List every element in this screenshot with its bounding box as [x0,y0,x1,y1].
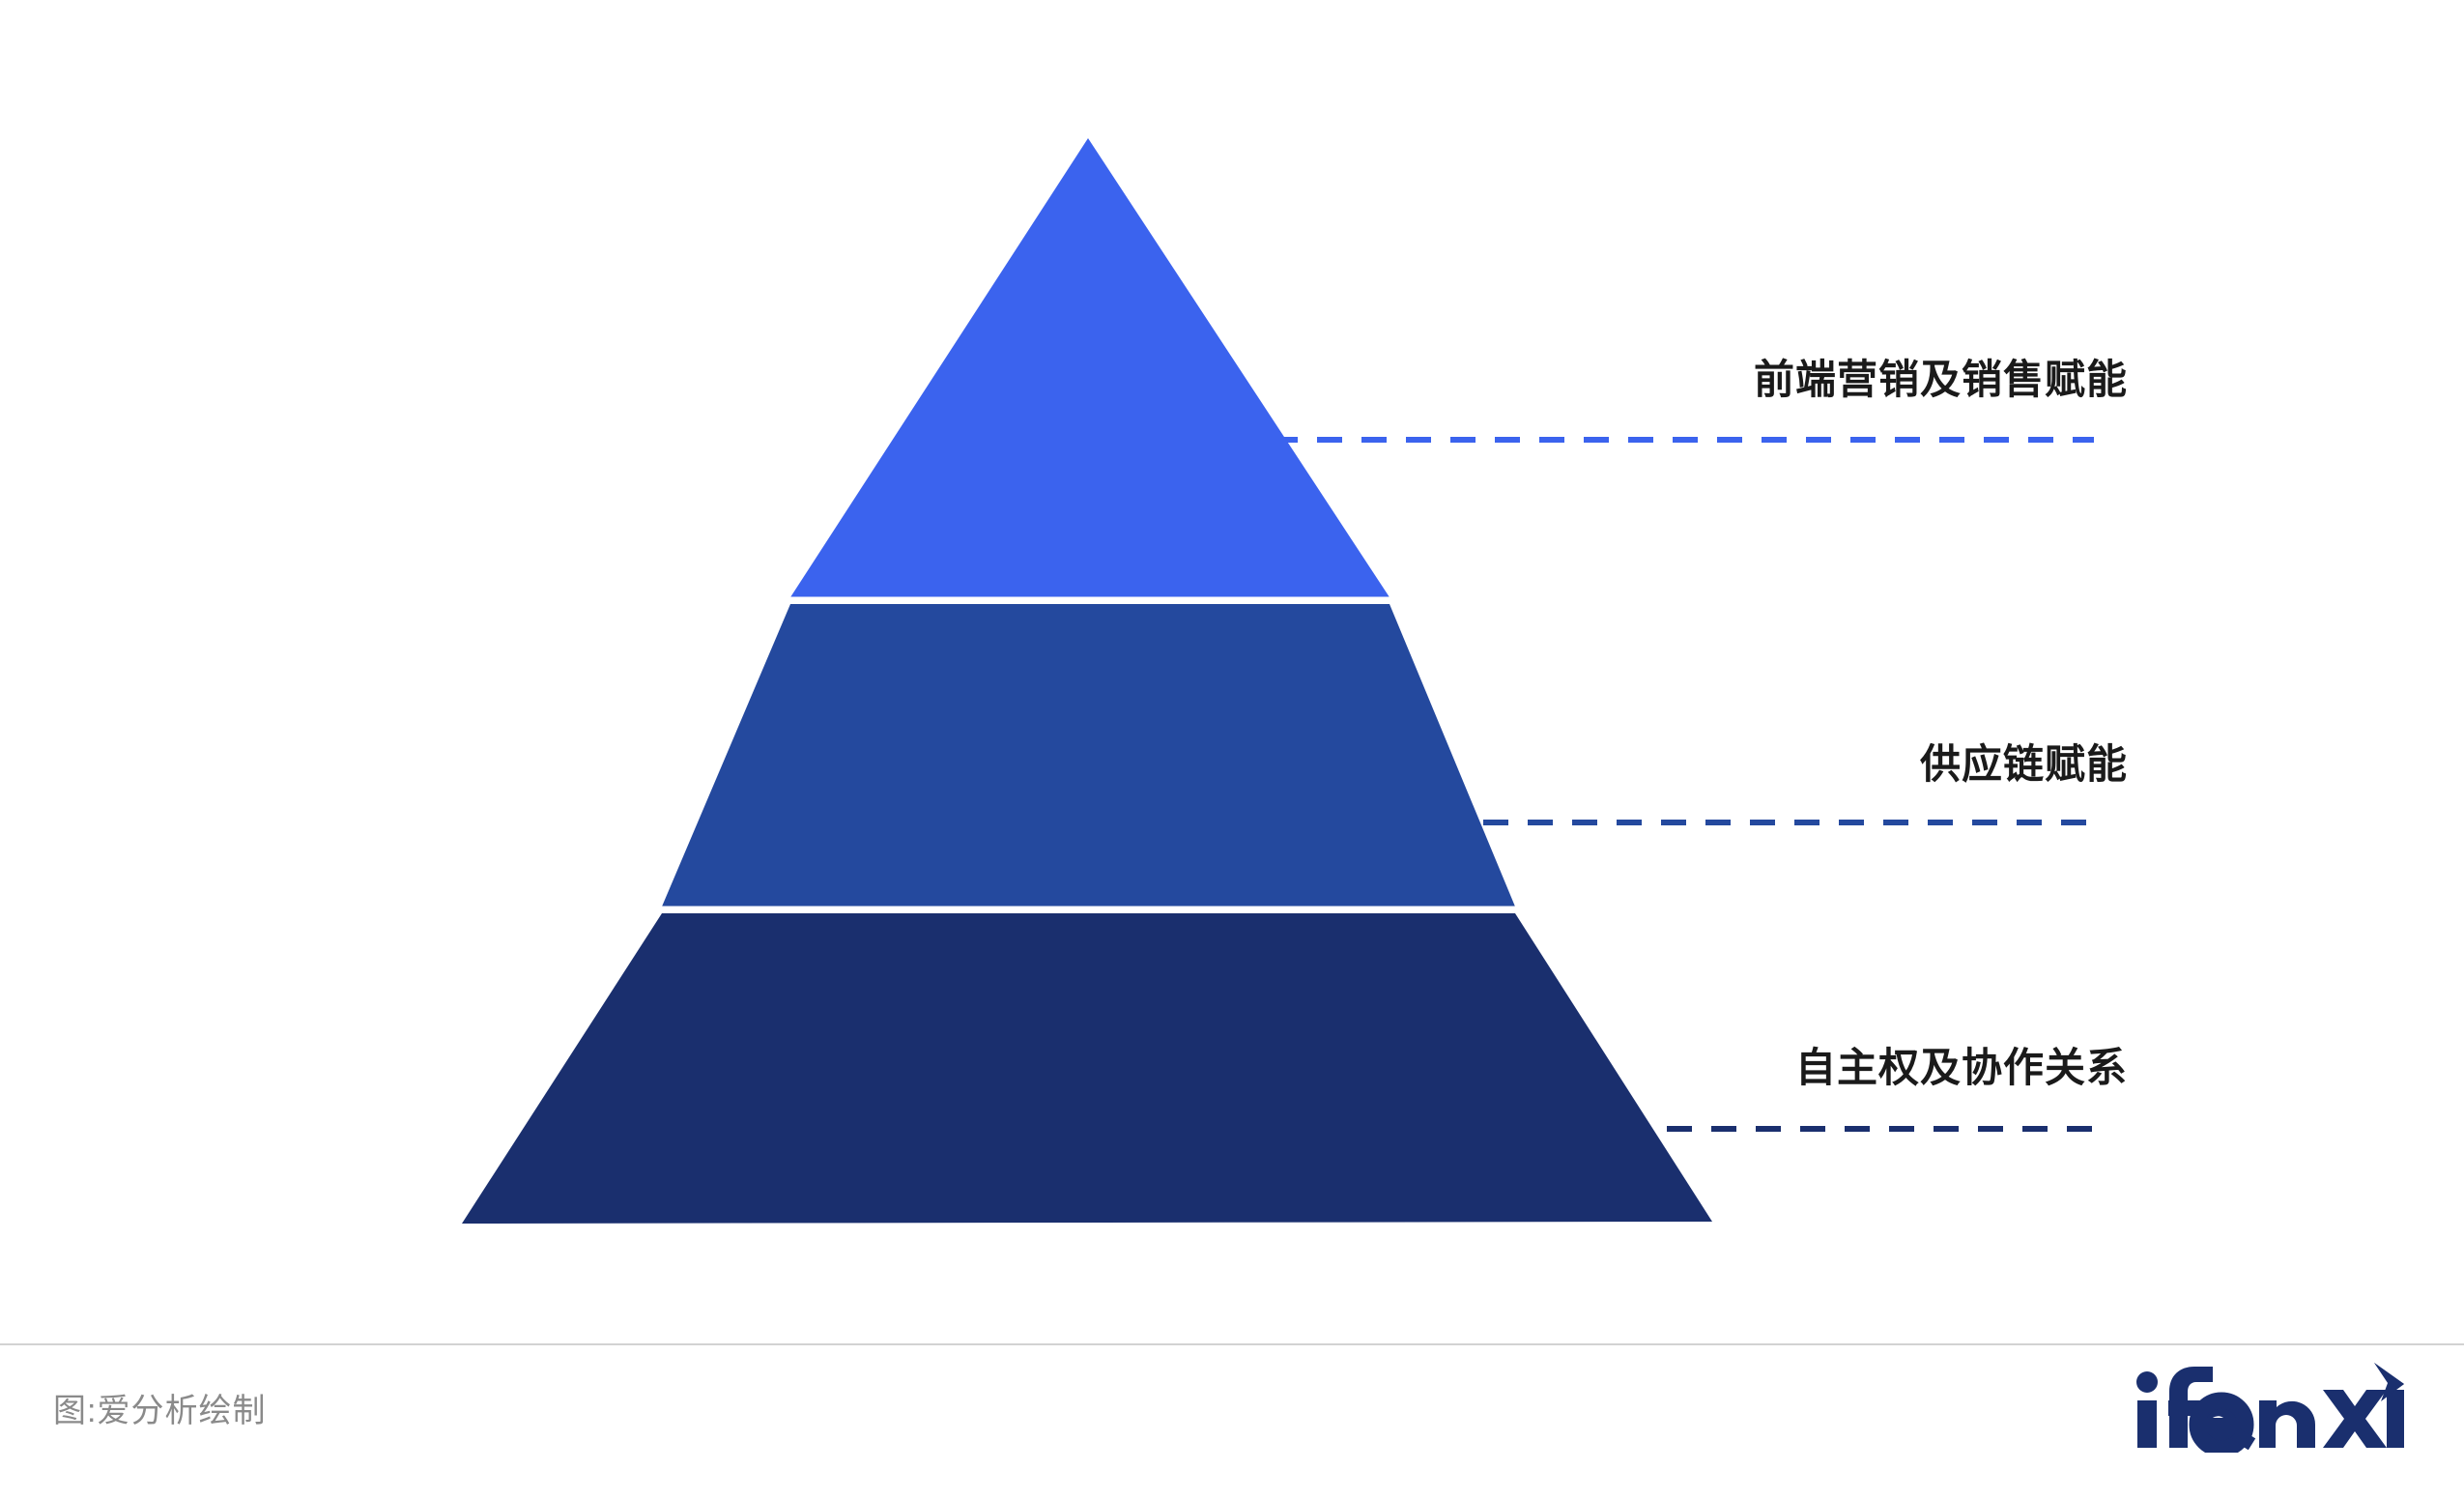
pyramid-label-middle: 供应链赋能 [1919,741,2128,787]
ifenxi-logo-mark [2136,1363,2404,1453]
pyramid-level-top[interactable] [790,138,1390,597]
pyramid-label-top: 前端营销及销售赋能 [1753,357,2128,402]
footer-divider [0,1343,2464,1345]
pyramid-label-bottom: 自主权及协作关系 [1794,1045,2128,1090]
source-note: 图:爱分析绘制 [53,1393,267,1429]
pyramid-level-middle[interactable] [662,604,1515,907]
pyramid-level-bottom[interactable] [462,913,1712,1224]
ifenxi-logo [2134,1361,2404,1453]
